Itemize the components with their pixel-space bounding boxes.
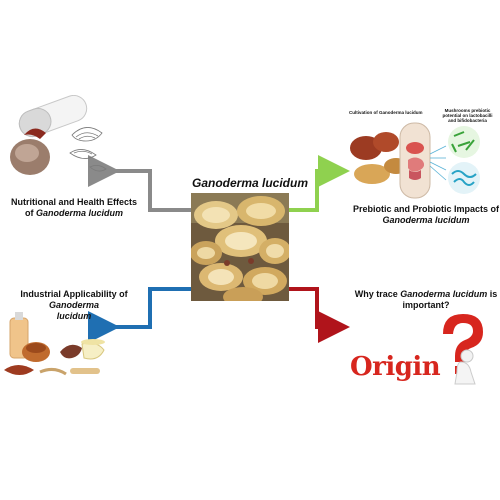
industrial-products-illustration [4, 312, 105, 376]
label-prebiotic: Prebiotic and Probiotic Impacts of Ganod… [352, 204, 500, 225]
arrow-to-industrial [88, 287, 191, 343]
prebiotic-illustration [350, 122, 480, 199]
origin-word: Origin [350, 352, 441, 382]
arrow-to-nutrition [88, 155, 191, 212]
arrow-to-prebiotic [289, 155, 350, 212]
label-industrial: Industrial Applicability of Ganoderma lu… [20, 289, 128, 321]
label-origin-question: Why trace Ganoderma lucidum is important… [354, 289, 498, 310]
capsule-mushroom-illustration [10, 95, 107, 175]
label-cultivation: Cultivation of Ganoderma lucidum [349, 110, 423, 115]
arrow-to-origin [289, 287, 350, 343]
question-mark-figure-icon [443, 314, 483, 385]
center-title: Ganoderma lucidum [191, 176, 309, 190]
ganoderma-photo [191, 193, 289, 301]
label-mushrooms-prebiotic: Mushrooms prebiotic potential on lactoba… [442, 108, 493, 123]
label-nutrition: Nutritional and Health Effects of Ganode… [10, 197, 137, 218]
